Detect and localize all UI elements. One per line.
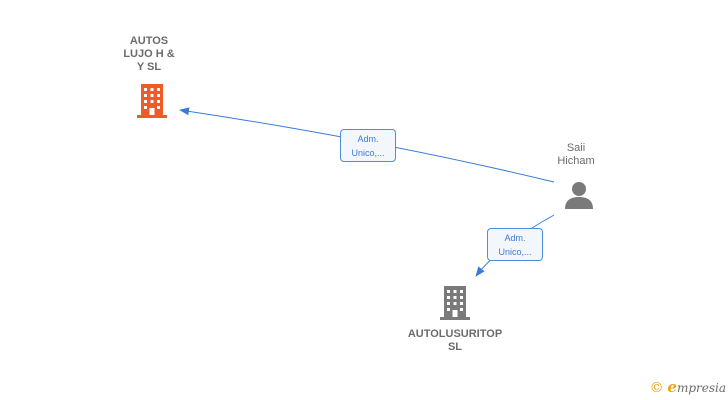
edge-label-autolusuritop[interactable]: Adm. Unico,... bbox=[487, 228, 543, 261]
copyright-icon: © bbox=[649, 380, 664, 396]
building-icon[interactable] bbox=[440, 286, 470, 320]
edge-label-autos-lujo[interactable]: Adm. Unico,... bbox=[340, 129, 396, 162]
node-label-saii-hicham[interactable]: Saii Hicham bbox=[557, 142, 595, 167]
node-label-autolusuritop[interactable]: AUTOLUSURITOP SL bbox=[407, 328, 503, 353]
brand-name: mpresia bbox=[676, 381, 726, 395]
brand-initial: e bbox=[667, 378, 677, 396]
building-icon[interactable] bbox=[137, 84, 167, 118]
person-icon[interactable] bbox=[565, 182, 593, 209]
empresia-watermark: © empresia bbox=[650, 378, 726, 396]
node-label-autos-lujo[interactable]: AUTOS LUJO H & Y SL bbox=[123, 35, 175, 73]
